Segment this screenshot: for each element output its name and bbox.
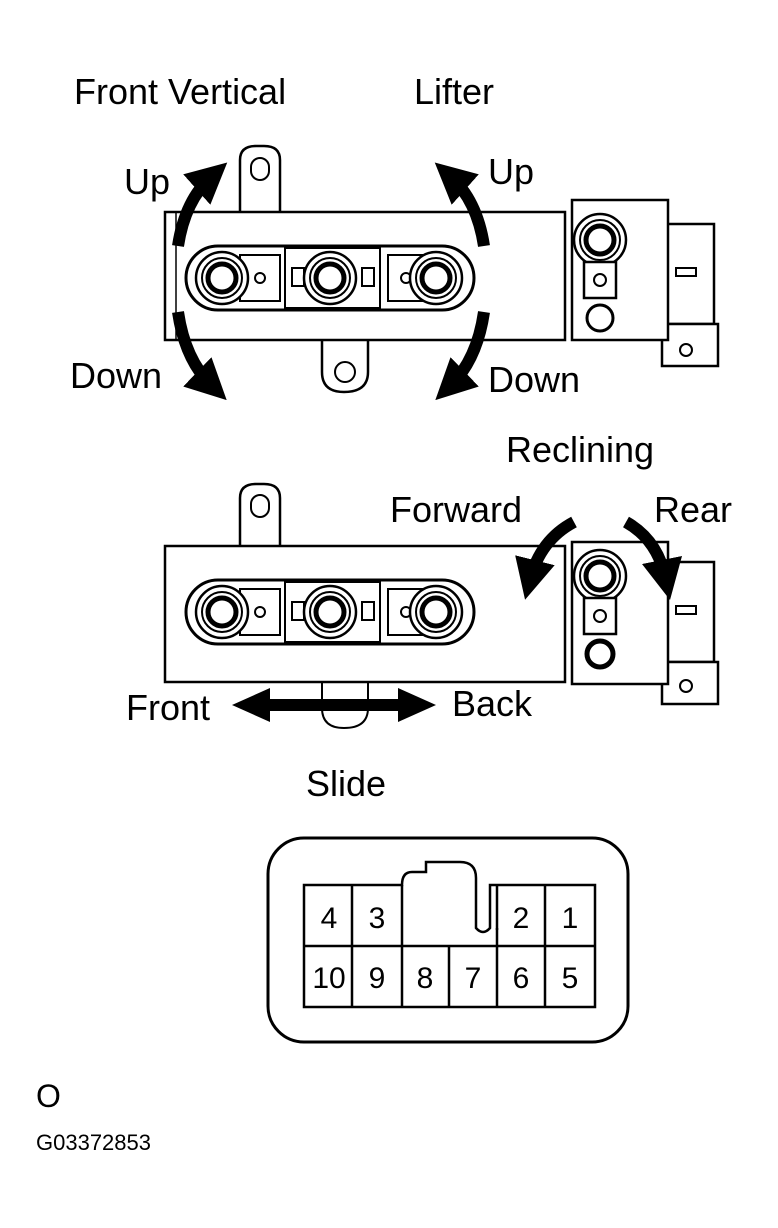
pin-label: 8 (417, 962, 434, 995)
pin-label: 9 (369, 962, 386, 995)
pin-label: 7 (465, 962, 482, 995)
front-vertical-knob (196, 252, 248, 304)
lifter-label: Lifter (414, 71, 495, 112)
connector-slot (675, 605, 697, 615)
connector-face: 4 3 2 1 10 9 8 7 6 5 (266, 836, 630, 1044)
front-label: Front (126, 687, 211, 728)
figure-letter: O (36, 1078, 61, 1114)
lifter-knob (410, 252, 462, 304)
connector-inner-outline (302, 860, 597, 1009)
bottom-mount-hole (334, 361, 356, 383)
connector-hole (679, 343, 693, 357)
back-label: Back (452, 683, 533, 724)
pin-label: 10 (312, 962, 345, 995)
down-label-right: Down (488, 359, 581, 400)
pin-label: 5 (562, 962, 579, 995)
recline-forward-arrow (515, 516, 577, 600)
front-vertical-label: Front Vertical (74, 71, 287, 112)
pin-label: 6 (513, 962, 530, 995)
pin-label: 1 (562, 902, 579, 935)
slide-label: Slide (306, 763, 387, 804)
rear-label: Rear (654, 489, 733, 530)
recliner-knob (574, 214, 626, 266)
connector-hole (679, 679, 693, 693)
front-vertical-knob (196, 586, 248, 638)
lifter-down-arrow (435, 311, 490, 401)
front-vertical-up-arrow (172, 162, 228, 247)
middle-switch (163, 482, 720, 730)
top-mount-hole (250, 157, 270, 181)
pin-label: 4 (321, 902, 338, 935)
connector-slot (675, 267, 697, 277)
lifter-up-arrow (434, 162, 490, 247)
front-vertical-down-arrow (172, 311, 227, 401)
slide-front-arrowhead (232, 688, 270, 722)
slide-knob (304, 586, 356, 638)
recliner-knob (574, 550, 626, 602)
up-label-right: Up (488, 151, 535, 192)
forward-label: Forward (390, 489, 523, 530)
down-label-left: Down (70, 355, 163, 396)
slide-back-arrowhead (398, 688, 436, 722)
pin-label: 3 (369, 902, 386, 935)
figure-code: G03372853 (36, 1130, 151, 1155)
lifter-knob (410, 586, 462, 638)
top-mount-hole (250, 494, 270, 518)
reclining-label: Reclining (506, 429, 655, 470)
recline-rear-arrow (622, 516, 682, 601)
pin-label: 2 (513, 902, 530, 935)
slide-knob (304, 252, 356, 304)
top-switch (163, 144, 720, 401)
up-label-left: Up (124, 161, 171, 202)
